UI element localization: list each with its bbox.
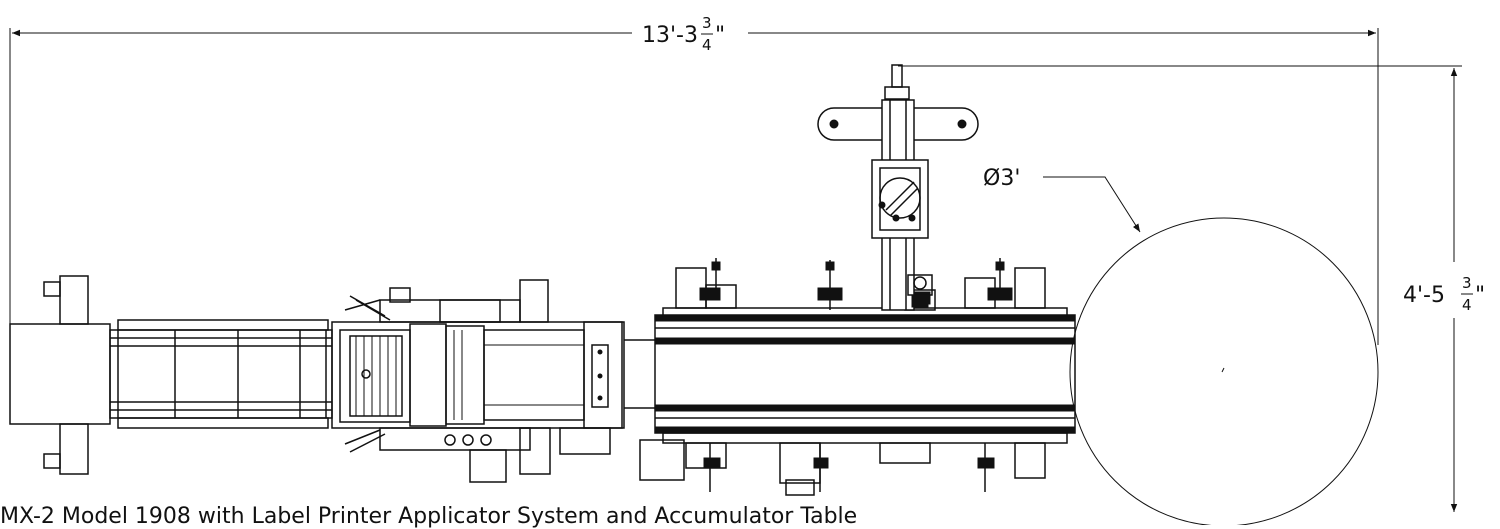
width-fraction-denominator: 4 (1462, 296, 1472, 314)
infeed-end-block (9, 323, 111, 425)
machine-body (331, 321, 623, 429)
main-conveyor (639, 258, 1076, 496)
label-printer-applicator (817, 64, 979, 311)
applicator-tip (891, 64, 903, 88)
diameter-leader (1043, 176, 1141, 233)
table-center-mark (1221, 367, 1225, 373)
length-fraction-numerator: 3 (702, 14, 712, 32)
table-diameter-label: Ø3' (983, 166, 1020, 191)
width-fraction-numerator: 3 (1462, 274, 1472, 292)
drawing-caption: MX-2 Model 1908 with Label Printer Appli… (0, 504, 858, 529)
accumulator-table-circle (1069, 217, 1379, 525)
length-dimension-whole: 13'-3 (642, 23, 698, 48)
width-inch-mark: " (1475, 283, 1485, 308)
label-applicator-machine (331, 279, 655, 483)
main-conveyor-frame (654, 314, 1076, 434)
width-dimension-whole: 4'-5 (1403, 283, 1445, 308)
length-inch-mark: " (715, 23, 725, 48)
overall-width-dimension: 4'-5 3 4 " (898, 65, 1485, 512)
accumulator-table: Ø3' (983, 166, 1379, 525)
overall-length-dimension: 13'-3 3 4 " (9, 14, 1379, 345)
infeed-belt-frame (109, 329, 333, 419)
length-fraction-denominator: 4 (702, 36, 712, 54)
print-head (871, 159, 929, 239)
infeed-conveyor (9, 275, 333, 475)
